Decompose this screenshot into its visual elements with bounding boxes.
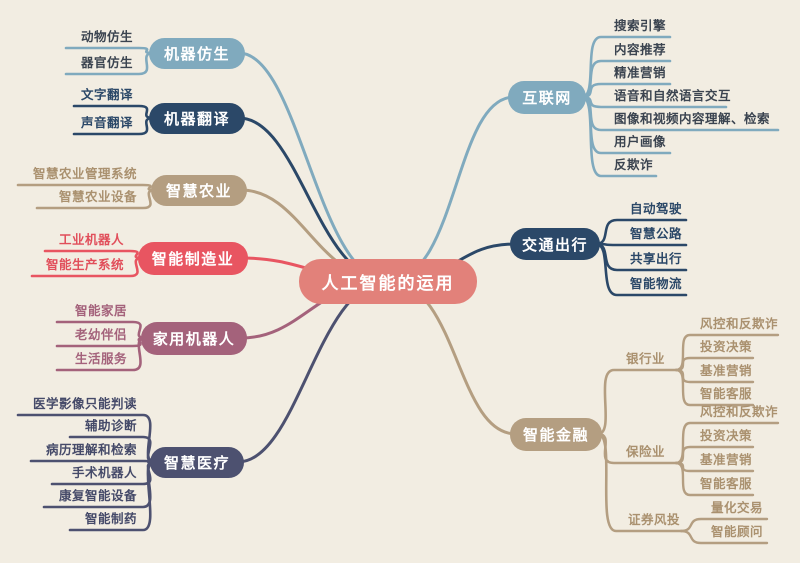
- leaf-topic[interactable]: 投资决策: [700, 429, 753, 443]
- branch-node-home-robots[interactable]: 家用机器人: [141, 321, 247, 355]
- leaf-topic[interactable]: 反欺诈: [614, 158, 654, 172]
- branch-node-smart-agriculture[interactable]: 智慧农业: [151, 174, 247, 206]
- branch-node-smart-manufacturing[interactable]: 智能制造业: [138, 241, 248, 275]
- trunk-line-machine-bionics: [237, 51, 390, 283]
- leaf-topic[interactable]: 手术机器人: [71, 466, 137, 480]
- leaf-topic[interactable]: 智慧农业管理系统: [32, 167, 137, 181]
- subtopic[interactable]: 保险业: [626, 445, 666, 459]
- leaf-topic[interactable]: 生活服务: [74, 352, 127, 366]
- leaf-line: [679, 529, 769, 545]
- leaf-topic[interactable]: 智能客服: [700, 477, 753, 491]
- leaf-topic[interactable]: 器官仿生: [80, 56, 133, 70]
- leaf-topic[interactable]: 图像和视频内容理解、检索: [614, 112, 771, 126]
- leaf-topic[interactable]: 智慧农业设备: [58, 190, 137, 204]
- branch-node-machine-translation[interactable]: 机器翻译: [149, 102, 245, 134]
- trunk-line-smart-finance: [386, 279, 518, 436]
- root-topic[interactable]: 人工智能的运用: [299, 258, 477, 304]
- branch-node-transportation[interactable]: 交通出行: [510, 228, 600, 260]
- branch-node-smart-healthcare[interactable]: 智慧医疗: [150, 446, 244, 478]
- leaf-topic[interactable]: 智能生产系统: [45, 258, 124, 272]
- trunk-line-internet: [386, 95, 516, 283]
- leaf-topic[interactable]: 智能顾问: [711, 525, 764, 539]
- leaf-line: [674, 368, 755, 407]
- leaf-topic[interactable]: 智慧公路: [630, 227, 683, 241]
- leaf-topic[interactable]: 投资决策: [700, 340, 753, 354]
- leaf-topic[interactable]: 动物仿生: [80, 30, 133, 44]
- leaf-topic[interactable]: 声音翻译: [80, 116, 133, 130]
- leaf-line: [55, 336, 147, 372]
- leaf-topic[interactable]: 量化交易: [711, 501, 764, 515]
- leaf-topic[interactable]: 风控和反欺诈: [700, 405, 779, 419]
- leaf-topic[interactable]: 病历理解和检索: [45, 443, 137, 457]
- leaf-topic[interactable]: 老幼伴侣: [74, 328, 127, 342]
- leaf-line: [674, 461, 755, 497]
- trunk-line-machine-translation: [237, 116, 390, 283]
- group-line: [596, 432, 683, 533]
- leaf-topic[interactable]: 搜索引擎: [614, 19, 667, 33]
- leaf-topic[interactable]: 智能客服: [700, 387, 753, 401]
- leaf-topic[interactable]: 风控和反欺诈: [700, 317, 779, 331]
- leaf-topic[interactable]: 内容推荐: [614, 43, 667, 57]
- leaf-topic[interactable]: 工业机器人: [58, 233, 124, 247]
- leaf-topic[interactable]: 辅助诊断: [84, 419, 137, 433]
- leaf-topic[interactable]: 智能物流: [630, 277, 683, 291]
- leaf-topic[interactable]: 语音和自然语言交互: [614, 89, 732, 103]
- leaf-topic[interactable]: 智能家居: [74, 304, 127, 318]
- leaf-topic[interactable]: 精准营销: [614, 66, 667, 80]
- subtopic[interactable]: 银行业: [626, 352, 666, 366]
- leaf-line: [594, 242, 688, 297]
- leaf-line: [594, 242, 688, 247]
- leaf-topic[interactable]: 康复智能设备: [58, 489, 137, 503]
- branch-node-smart-finance[interactable]: 智能金融: [510, 417, 602, 451]
- subtopic[interactable]: 证券风投: [628, 513, 681, 527]
- leaf-line: [68, 460, 156, 532]
- branch-node-machine-bionics[interactable]: 机器仿生: [149, 37, 245, 69]
- leaf-topic[interactable]: 自动驾驶: [630, 202, 683, 216]
- leaf-topic[interactable]: 文字翻译: [80, 88, 133, 102]
- leaf-topic[interactable]: 医学影像只能判读: [32, 397, 137, 411]
- leaf-topic[interactable]: 共享出行: [630, 252, 683, 266]
- leaf-topic[interactable]: 用户画像: [614, 135, 667, 149]
- leaf-topic[interactable]: 智能制药: [84, 512, 137, 526]
- leaf-topic[interactable]: 基准营销: [700, 364, 753, 378]
- branch-node-internet[interactable]: 互联网: [508, 80, 586, 114]
- group-line: [596, 368, 678, 436]
- leaf-topic[interactable]: 基准营销: [700, 453, 753, 467]
- leaf-line: [580, 95, 658, 178]
